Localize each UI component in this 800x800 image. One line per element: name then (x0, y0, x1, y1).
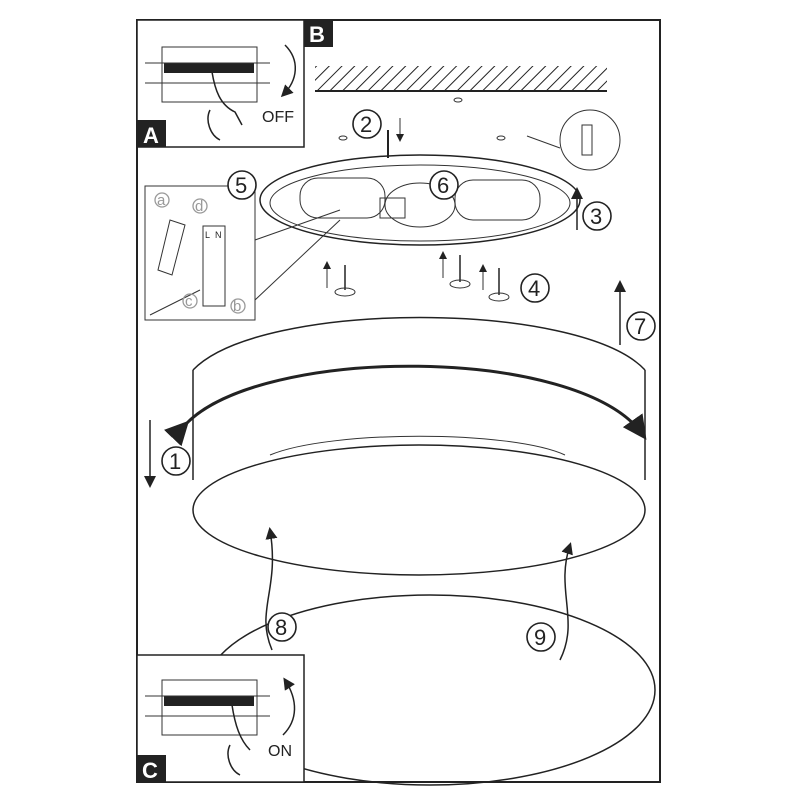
wiring-label-c: c (185, 293, 193, 310)
mounting-plate (259, 130, 581, 246)
step-5: 5 (235, 173, 247, 198)
step-numbers: 1 2 3 4 5 6 7 8 9 (161, 109, 656, 652)
step-4: 4 (528, 276, 540, 301)
panel-a-switch-off: OFF A (136, 19, 305, 148)
wall-plug-callout (526, 109, 621, 171)
svg-text:L: L (205, 230, 210, 240)
step-3: 3 (590, 204, 602, 229)
step-9: 9 (534, 625, 546, 650)
panel-c-label: C (142, 758, 158, 783)
lampshade (163, 316, 647, 576)
step-7: 7 (634, 314, 646, 339)
ceiling-hatch (315, 66, 607, 90)
wiring-label-d: d (195, 198, 203, 215)
svg-text:N: N (215, 230, 222, 240)
panel-a-label: A (143, 123, 159, 148)
wiring-label-a: a (157, 192, 166, 209)
step-8: 8 (275, 615, 287, 640)
wiring-inset: L N a d c b (144, 185, 341, 321)
step-6: 6 (437, 173, 449, 198)
rotate-arrow-icon (163, 364, 647, 447)
step-2: 2 (360, 112, 372, 137)
off-label: OFF (262, 109, 294, 126)
breaker-panel-icon (145, 46, 270, 141)
panel-c-switch-on: ON C (136, 654, 305, 783)
wiring-label-b: b (233, 298, 241, 315)
insert-arrow-icon (265, 527, 278, 651)
terminal-block (202, 225, 226, 307)
step-1: 1 (169, 449, 181, 474)
panel-b-label: B (309, 22, 325, 47)
on-arrow-icon (282, 677, 296, 736)
page-frame (136, 19, 661, 783)
off-arrow-icon (280, 44, 296, 98)
screws (323, 251, 510, 302)
on-label: ON (268, 743, 292, 760)
insert-arrow-icon (559, 542, 573, 661)
